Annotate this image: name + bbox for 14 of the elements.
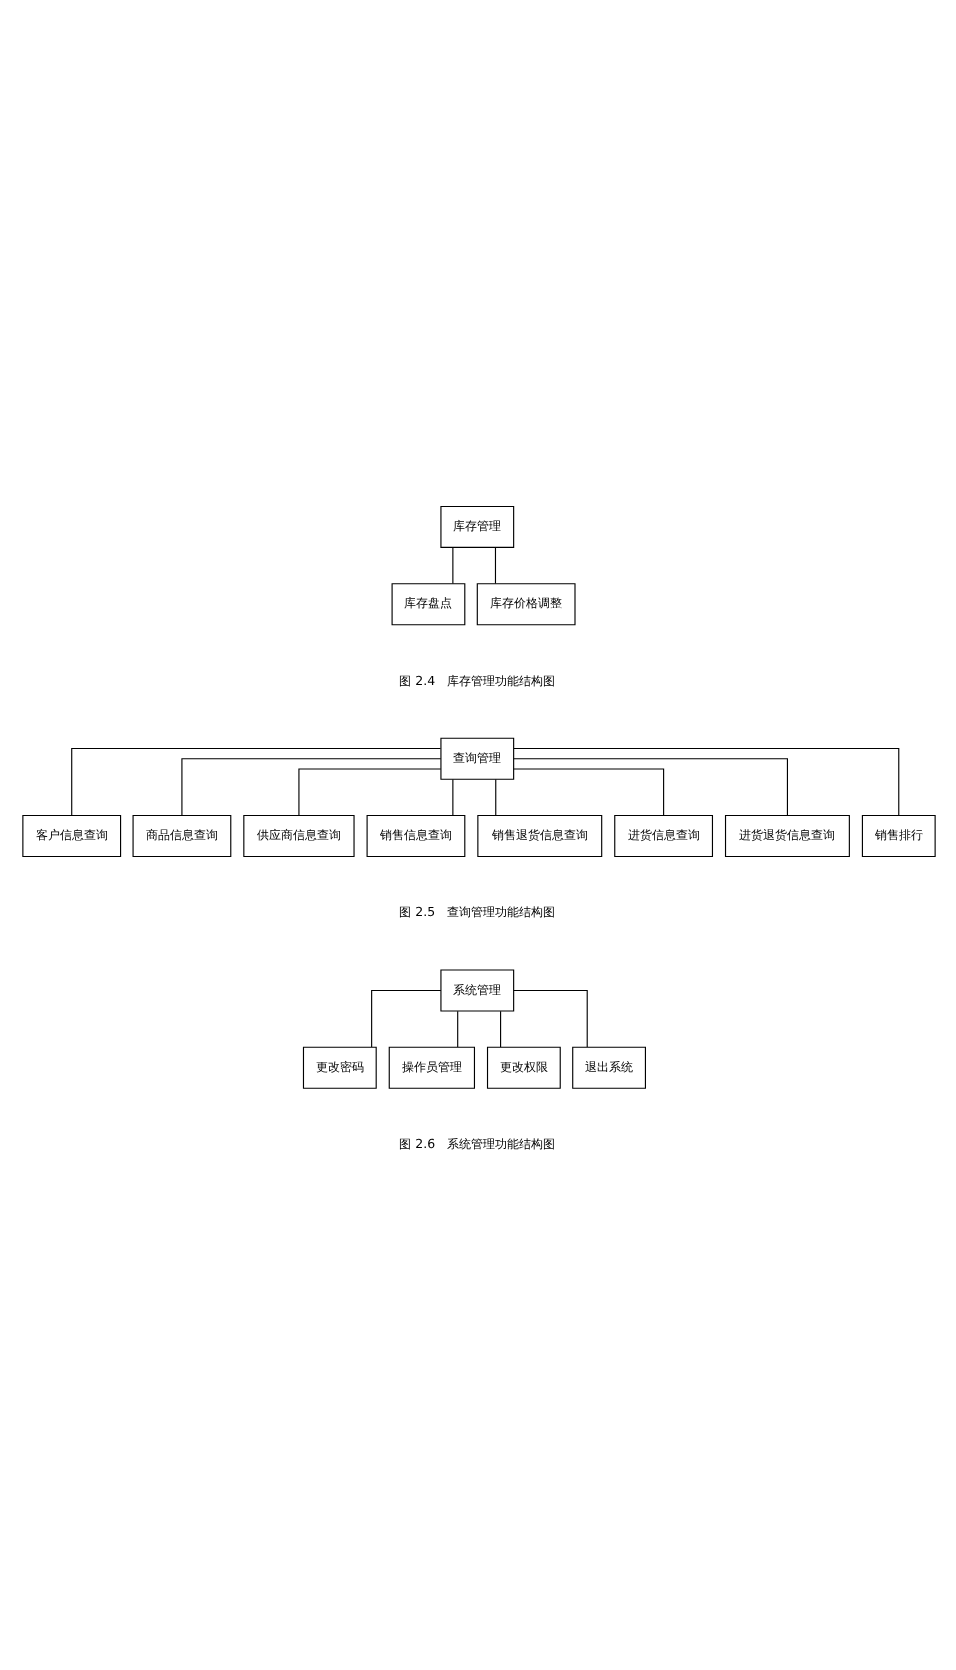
connector [451,546,453,584]
connector [494,777,496,815]
connector [512,988,587,1047]
connector [499,1009,501,1047]
connector [456,1009,458,1047]
connector [451,777,453,815]
connector [512,757,787,815]
connector [370,988,441,1047]
connector [297,767,441,816]
connector [180,757,441,815]
connector [512,746,899,815]
connector [512,767,664,816]
connector [493,546,496,584]
connector [70,746,441,815]
